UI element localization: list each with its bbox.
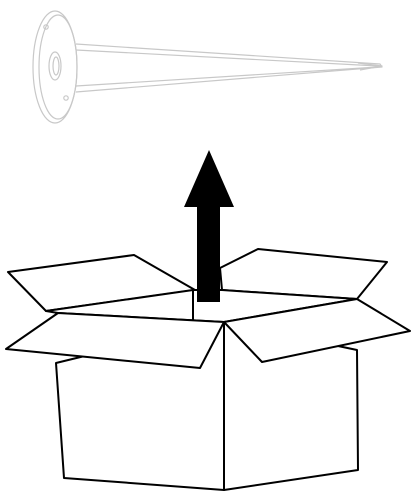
spike-screw-hole-bottom — [64, 96, 68, 100]
spike-shaft-ridge-2 — [76, 67, 378, 86]
spike-shaft-ridge — [76, 50, 378, 66]
spike-flange-rim — [39, 15, 77, 119]
spike-center-hole-inner — [53, 57, 59, 75]
ground-spike-icon — [33, 11, 382, 123]
box-front-left-flap — [6, 313, 224, 368]
spike-shaft — [76, 44, 382, 92]
arrow-shaft-overlay — [197, 290, 220, 302]
